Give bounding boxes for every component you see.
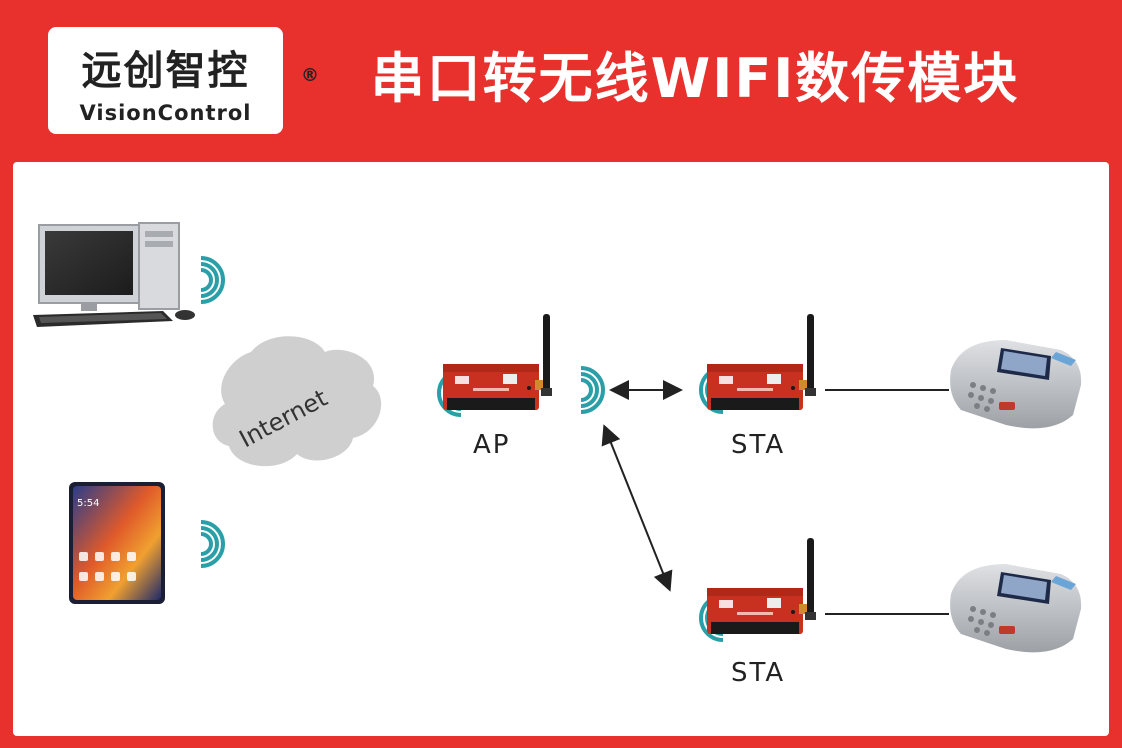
sta-bottom-label: STA [731,658,786,688]
page-title: 串口转无线WIFI数传模块 [370,47,1020,110]
ap-label: AP [473,430,511,460]
sta-bottom-wifi-module [707,538,816,634]
network-diagram: 5:54 Internet [33,222,1082,653]
logo-chinese-name: 远创智控 [81,48,250,94]
sta-top-wifi-module [707,314,816,410]
wifi-signal-icon [199,520,225,568]
sta-top-label: STA [731,430,786,460]
brand-logo: 远创智控 VisionControl ® [48,27,319,134]
double-arrow-icon [601,424,673,592]
tablet-icon: 5:54 [69,482,165,604]
card-terminal-icon [950,564,1082,653]
tablet-clock: 5:54 [77,498,99,509]
wifi-signal-icon [579,366,605,414]
registered-mark: ® [301,65,319,86]
cloud-icon: Internet [212,336,382,467]
diagram-panel: 5:54 Internet [13,162,1109,736]
wifi-signal-icon [199,256,225,304]
ap-wifi-module [443,314,552,410]
card-terminal-icon [950,340,1082,429]
desktop-computer-icon [33,222,195,327]
logo-english-name: VisionControl [79,101,252,125]
